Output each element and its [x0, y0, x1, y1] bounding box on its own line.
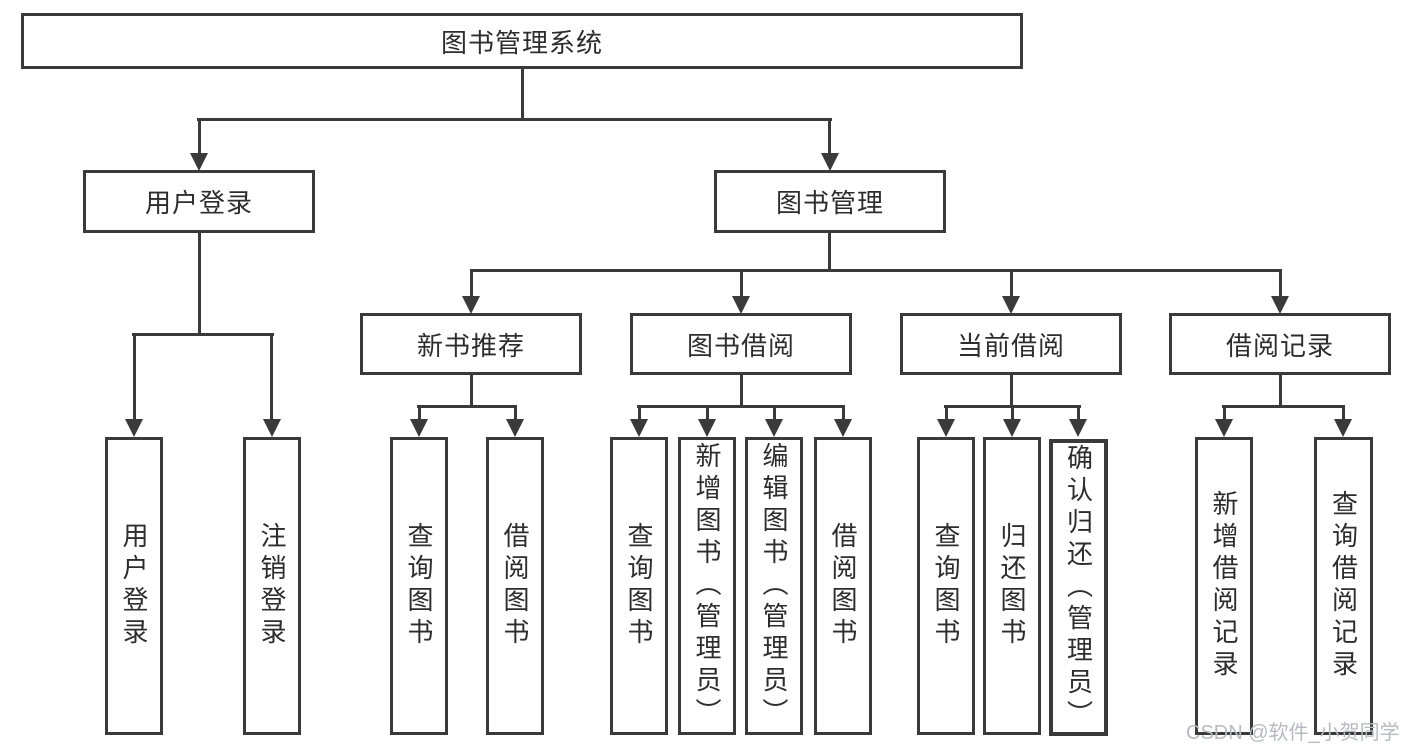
arrow-down-icon [263, 419, 281, 437]
arrow-down-icon [410, 419, 428, 437]
connector-line [521, 69, 524, 121]
connector-line [418, 405, 421, 421]
connector-line [828, 118, 831, 154]
node-label: 图书管理 [775, 188, 884, 218]
connector-line [638, 405, 641, 421]
leaf-label: 编辑图书（管理员） [759, 442, 789, 730]
node-library-system: 图书管理系统 [21, 13, 1023, 69]
leaf-return-books: 归还图书 [983, 437, 1041, 735]
connector-line [470, 375, 473, 408]
arrow-down-icon [1334, 419, 1352, 437]
connector-line [132, 333, 274, 336]
leaf-label: 借阅图书 [500, 522, 530, 650]
arrow-down-icon [1215, 419, 1233, 437]
leaf-query-books: 查询图书 [390, 437, 448, 735]
leaf-add-borrow-record: 新增借阅记录 [1195, 437, 1253, 735]
leaf-label: 查询图书 [931, 522, 961, 650]
arrow-down-icon [630, 419, 648, 437]
arrow-down-icon [937, 419, 955, 437]
node-label: 借阅记录 [1225, 330, 1334, 361]
connector-line [198, 233, 201, 336]
connector-line [197, 118, 832, 121]
arrow-down-icon [732, 296, 750, 314]
node-current-borrowing: 当前借阅 [900, 313, 1122, 375]
leaf-add-books-admin: 新增图书（管理员） [678, 437, 736, 735]
arrow-down-icon [1003, 419, 1021, 437]
connector-line [1279, 269, 1282, 298]
connector-line [514, 405, 517, 421]
leaf-label: 注销登录 [257, 522, 287, 650]
connector-line [637, 405, 845, 408]
leaf-label: 新增图书（管理员） [692, 442, 722, 730]
leaf-query-books: 查询图书 [917, 437, 975, 735]
watermark: CSDN @软件_小贺同学 [1186, 722, 1400, 744]
connector-line [773, 405, 776, 421]
leaf-borrow-books: 借阅图书 [486, 437, 544, 735]
leaf-label: 查询图书 [624, 522, 654, 650]
connector-line [470, 269, 1282, 272]
arrow-down-icon [698, 419, 716, 437]
connector-line [1342, 405, 1345, 421]
node-book-borrowing: 图书借阅 [630, 313, 852, 375]
arrow-down-icon [834, 419, 852, 437]
connector-line [828, 233, 831, 272]
node-book-management: 图书管理 [714, 170, 946, 233]
arrow-down-icon [765, 419, 783, 437]
node-label: 图书管理系统 [440, 27, 603, 58]
node-label: 用户登录 [144, 188, 253, 218]
connector-line [706, 405, 709, 421]
node-user-login: 用户登录 [83, 170, 315, 233]
leaf-edit-books-admin: 编辑图书（管理员） [745, 437, 803, 735]
leaf-query-books: 查询图书 [610, 437, 668, 735]
leaf-borrow-books: 借阅图书 [814, 437, 872, 735]
leaf-confirm-return-admin: 确认归还（管理员） [1049, 439, 1108, 736]
arrow-down-icon [125, 419, 143, 437]
node-borrowing-records: 借阅记录 [1169, 313, 1391, 375]
leaf-label: 确认归还（管理员） [1063, 443, 1094, 732]
connector-line [270, 333, 273, 421]
connector-line [470, 269, 473, 298]
arrow-down-icon [821, 153, 839, 171]
leaf-label: 查询图书 [404, 522, 434, 650]
connector-line [1010, 269, 1013, 298]
connector-line [1222, 405, 1345, 408]
arrow-down-icon [1271, 296, 1289, 314]
connector-line [1279, 375, 1282, 408]
connector-line [1077, 405, 1080, 421]
connector-line [740, 269, 743, 298]
leaf-label: 借阅图书 [828, 522, 858, 650]
connector-line [842, 405, 845, 421]
connector-line [417, 405, 517, 408]
connector-line [1010, 375, 1013, 408]
arrow-down-icon [462, 296, 480, 314]
leaf-user-login: 用户登录 [105, 437, 163, 735]
connector-line [1223, 405, 1226, 421]
leaf-label: 查询借阅记录 [1328, 490, 1359, 682]
connector-line [1011, 405, 1014, 421]
connector-line [945, 405, 948, 421]
arrow-down-icon [190, 153, 208, 171]
leaf-label: 用户登录 [119, 522, 149, 650]
leaf-query-borrow-record: 查询借阅记录 [1314, 437, 1373, 735]
leaf-label: 归还图书 [997, 522, 1027, 650]
arrow-down-icon [506, 419, 524, 437]
leaf-logout: 注销登录 [243, 437, 301, 735]
arrow-down-icon [1002, 296, 1020, 314]
leaf-label: 新增借阅记录 [1209, 490, 1239, 682]
connector-line [740, 375, 743, 408]
node-label: 图书借阅 [686, 330, 795, 361]
node-new-book-recommendation: 新书推荐 [360, 313, 582, 375]
connector-line [198, 118, 201, 154]
arrow-down-icon [1069, 419, 1087, 437]
connector-line [133, 333, 136, 421]
node-label: 当前借阅 [956, 330, 1065, 361]
node-label: 新书推荐 [416, 330, 525, 361]
